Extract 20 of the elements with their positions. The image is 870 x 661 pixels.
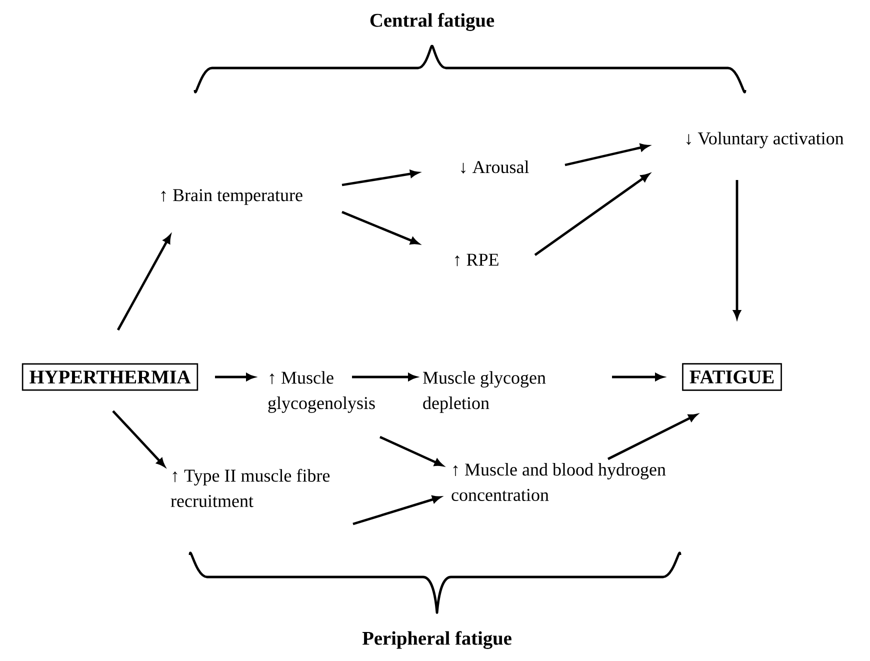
node-text: Muscle glycogen depletion — [423, 371, 546, 413]
process-box: FATIGUE — [682, 363, 782, 391]
node-text: ↑ Muscle glycogenolysis — [268, 371, 375, 413]
node-text: ↑ RPE — [455, 254, 498, 266]
arrow — [534, 174, 650, 256]
arrow — [342, 210, 419, 244]
process-box: HYPERTHERMIA — [22, 363, 198, 391]
arrow — [564, 144, 649, 166]
node-text: ↑ Type II muscle fibre recruitment — [170, 468, 330, 508]
arrow — [380, 436, 443, 466]
node-text: ↑ Brain temperature — [161, 189, 302, 205]
brace-label: Peripheral fatigue — [362, 631, 512, 649]
node-text: ↓ Voluntary activation — [686, 132, 844, 148]
arrow — [112, 410, 165, 467]
arrow — [116, 235, 171, 331]
node-text: ↑ Muscle and blood hydrogen concentration — [452, 463, 666, 501]
brace-label: Central fatigue — [370, 13, 494, 31]
arrow — [352, 496, 441, 526]
arrow — [607, 414, 697, 460]
node-text: ↓ Arousal — [461, 160, 529, 174]
